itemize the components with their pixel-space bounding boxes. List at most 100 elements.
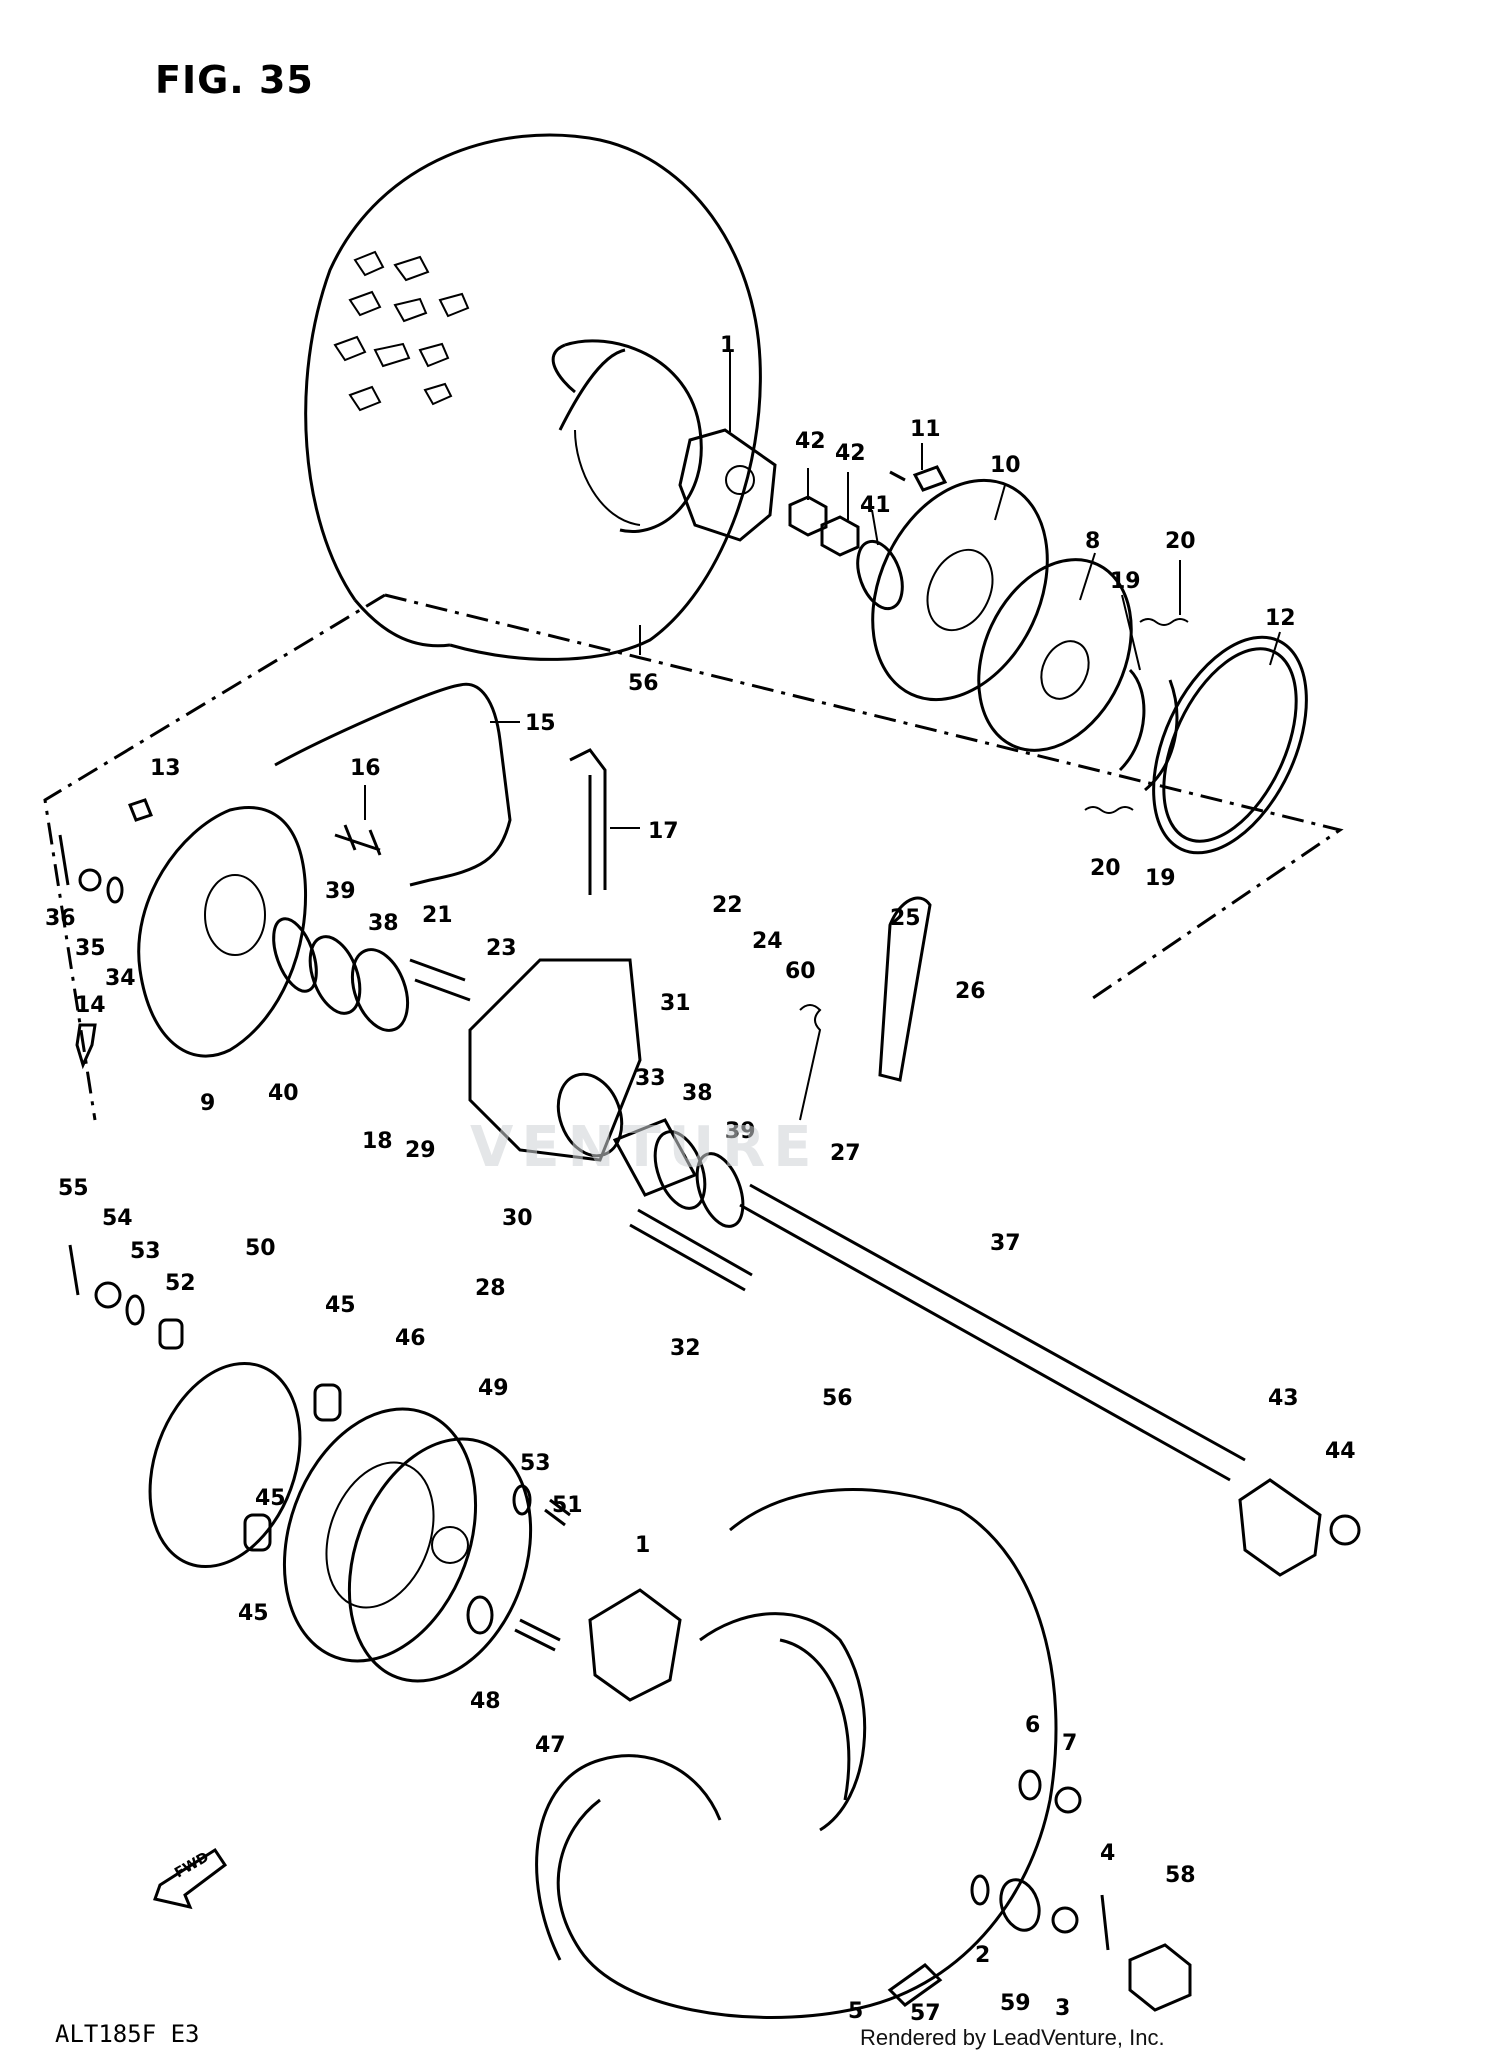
callout-3: 3 [1055, 1996, 1070, 2021]
wheel-hub-upper [678, 428, 777, 542]
callout-56: 56 [822, 1386, 853, 1411]
callout-28: 28 [475, 1276, 506, 1301]
callout-39: 39 [325, 879, 356, 904]
callout-40: 40 [268, 1081, 299, 1106]
callout-45: 45 [255, 1486, 286, 1511]
callout-11: 11 [910, 417, 941, 442]
callout-53: 53 [520, 1451, 551, 1476]
callout-53: 53 [130, 1239, 161, 1264]
spring-60 [799, 1004, 822, 1121]
callout-23: 23 [486, 936, 517, 961]
circlip-44 [1329, 1514, 1361, 1546]
callout-13: 13 [150, 756, 181, 781]
bolt-51 [544, 1498, 571, 1527]
callout-48: 48 [470, 1689, 501, 1714]
callout-46: 46 [395, 1326, 426, 1351]
spring-lower [1084, 806, 1134, 814]
brake-disc [347, 1437, 533, 1683]
fwd-arrow-icon [153, 1847, 228, 1910]
callout-60: 60 [785, 959, 816, 984]
callout-37: 37 [990, 1231, 1021, 1256]
rear-axle [739, 1183, 1246, 1482]
callout-17: 17 [648, 819, 679, 844]
callout-7: 7 [1062, 1731, 1077, 1756]
washer-53-b [512, 1484, 532, 1516]
callout-10: 10 [990, 453, 1021, 478]
rear-tire-upper [304, 133, 762, 661]
callout-59: 59 [1000, 1991, 1031, 2016]
callout-49: 49 [478, 1376, 509, 1401]
washer-6 [1018, 1769, 1042, 1801]
washer-53 [125, 1294, 145, 1326]
callout-45: 45 [238, 1601, 269, 1626]
callout-30: 30 [502, 1206, 533, 1231]
screw-36 [58, 834, 70, 886]
callout-5: 5 [848, 1999, 863, 2024]
bearing-39-b [695, 1152, 745, 1228]
callout-51: 51 [552, 1493, 583, 1518]
callout-31: 31 [660, 991, 691, 1016]
callout-38: 38 [682, 1081, 713, 1106]
callout-38: 38 [368, 911, 399, 936]
bolt-55 [68, 1244, 80, 1296]
callout-54: 54 [102, 1206, 133, 1231]
brake-lever [878, 896, 932, 1082]
assembly-boundary [43, 593, 1344, 1121]
callout-56: 56 [628, 671, 659, 696]
spring-upper [1139, 618, 1189, 626]
valve-57 [887, 1963, 943, 2007]
callout-33: 33 [635, 1066, 666, 1091]
breather-hose [274, 682, 512, 887]
callout-6: 6 [1025, 1713, 1040, 1738]
callout-39: 39 [725, 1119, 756, 1144]
bolt-47 [514, 1618, 561, 1652]
axle-housing [468, 958, 642, 1162]
callout-26: 26 [955, 979, 986, 1004]
nut-7 [1054, 1786, 1082, 1814]
drive-sprocket [282, 1407, 478, 1663]
screw-13 [128, 798, 153, 822]
watermark-text: VENTURE [470, 1115, 820, 1180]
callout-2: 2 [975, 1943, 990, 1968]
callout-8: 8 [1085, 529, 1100, 554]
brake-panel [871, 478, 1049, 702]
callout-1: 1 [720, 333, 735, 358]
callout-45: 45 [325, 1293, 356, 1318]
callout-32: 32 [670, 1336, 701, 1361]
wheel-hub-lower [588, 1588, 682, 1702]
render-credit: Rendered by LeadVenture, Inc. [860, 2025, 1165, 2050]
callout-34: 34 [105, 966, 136, 991]
callout-42: 42 [835, 441, 866, 466]
model-code: ALT185F E3 [55, 2020, 200, 2048]
callout-41: 41 [860, 493, 891, 518]
callout-21: 21 [422, 903, 453, 928]
washer-2 [970, 1874, 990, 1906]
nut-3 [1051, 1906, 1079, 1934]
callout-55: 55 [58, 1176, 89, 1201]
callout-24: 24 [752, 929, 783, 954]
damper-45-b [243, 1513, 272, 1552]
callout-36: 36 [45, 906, 76, 931]
bearing-39 [308, 935, 362, 1015]
pin-4 [1100, 1894, 1110, 1951]
bolt-11 [889, 465, 948, 492]
callout-52: 52 [165, 1271, 196, 1296]
callout-22: 22 [712, 893, 743, 918]
callout-19: 19 [1110, 569, 1141, 594]
spacer-33 [612, 1118, 698, 1197]
plate-50 [148, 1361, 302, 1569]
callout-1: 1 [635, 1533, 650, 1558]
callout-12: 12 [1265, 606, 1296, 631]
callout-43: 43 [1268, 1386, 1299, 1411]
bearing-41 [856, 539, 904, 611]
callout-19: 19 [1145, 866, 1176, 891]
callout-29: 29 [405, 1138, 436, 1163]
hub-43 [1238, 1478, 1322, 1577]
bearing-38 [350, 948, 410, 1032]
figure-title: FIG. 35 [155, 58, 314, 102]
nut-35 [78, 868, 102, 892]
rear-tire-lower [535, 1488, 1058, 2019]
brake-shoes [1118, 668, 1179, 792]
